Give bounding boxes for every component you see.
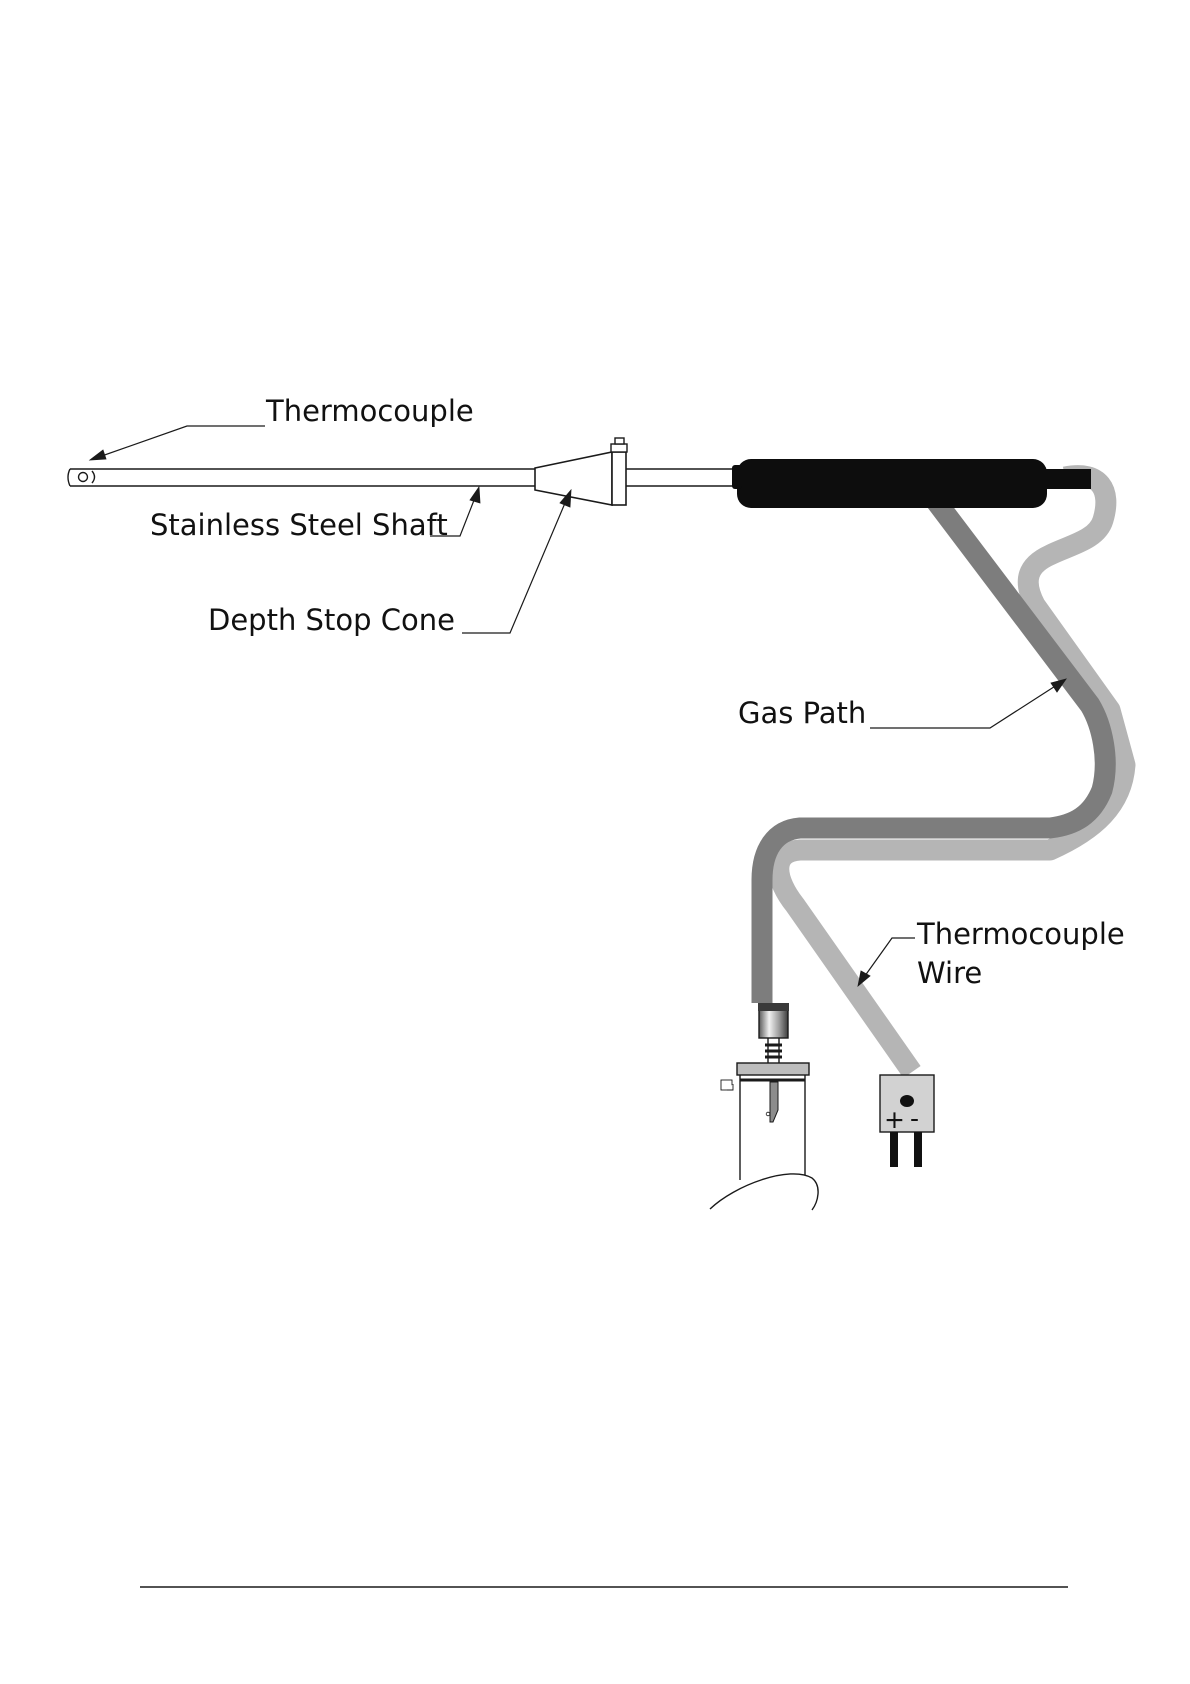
gas-path-label: Gas Path [738,696,866,730]
thermocouple-wire-label-2: Wire [917,956,982,990]
depth-stop-cone-label: Depth Stop Cone [208,603,455,637]
thermocouple-label: Thermocouple [265,394,474,428]
probe-handle [732,459,1091,508]
thermocouple-wire-label-line1: Thermocouple [916,917,1125,951]
thermocouple-wire-label: Thermocouple [916,917,1125,951]
gas-inlet-housing [710,1063,818,1210]
connector-plus-label: + [884,1105,905,1134]
thermocouple-connector: + - [880,1075,934,1167]
stainless-steel-shaft [70,469,740,486]
gas-path-fitting [758,1003,789,1063]
depth-stop-cone [535,438,627,505]
connector-minus-label: - [910,1104,919,1133]
stainless-steel-shaft-label: Stainless Steel Shaft [150,508,448,542]
thermocouple-wire-label-line2: Wire [917,956,982,990]
thermocouple-tip [68,469,95,486]
